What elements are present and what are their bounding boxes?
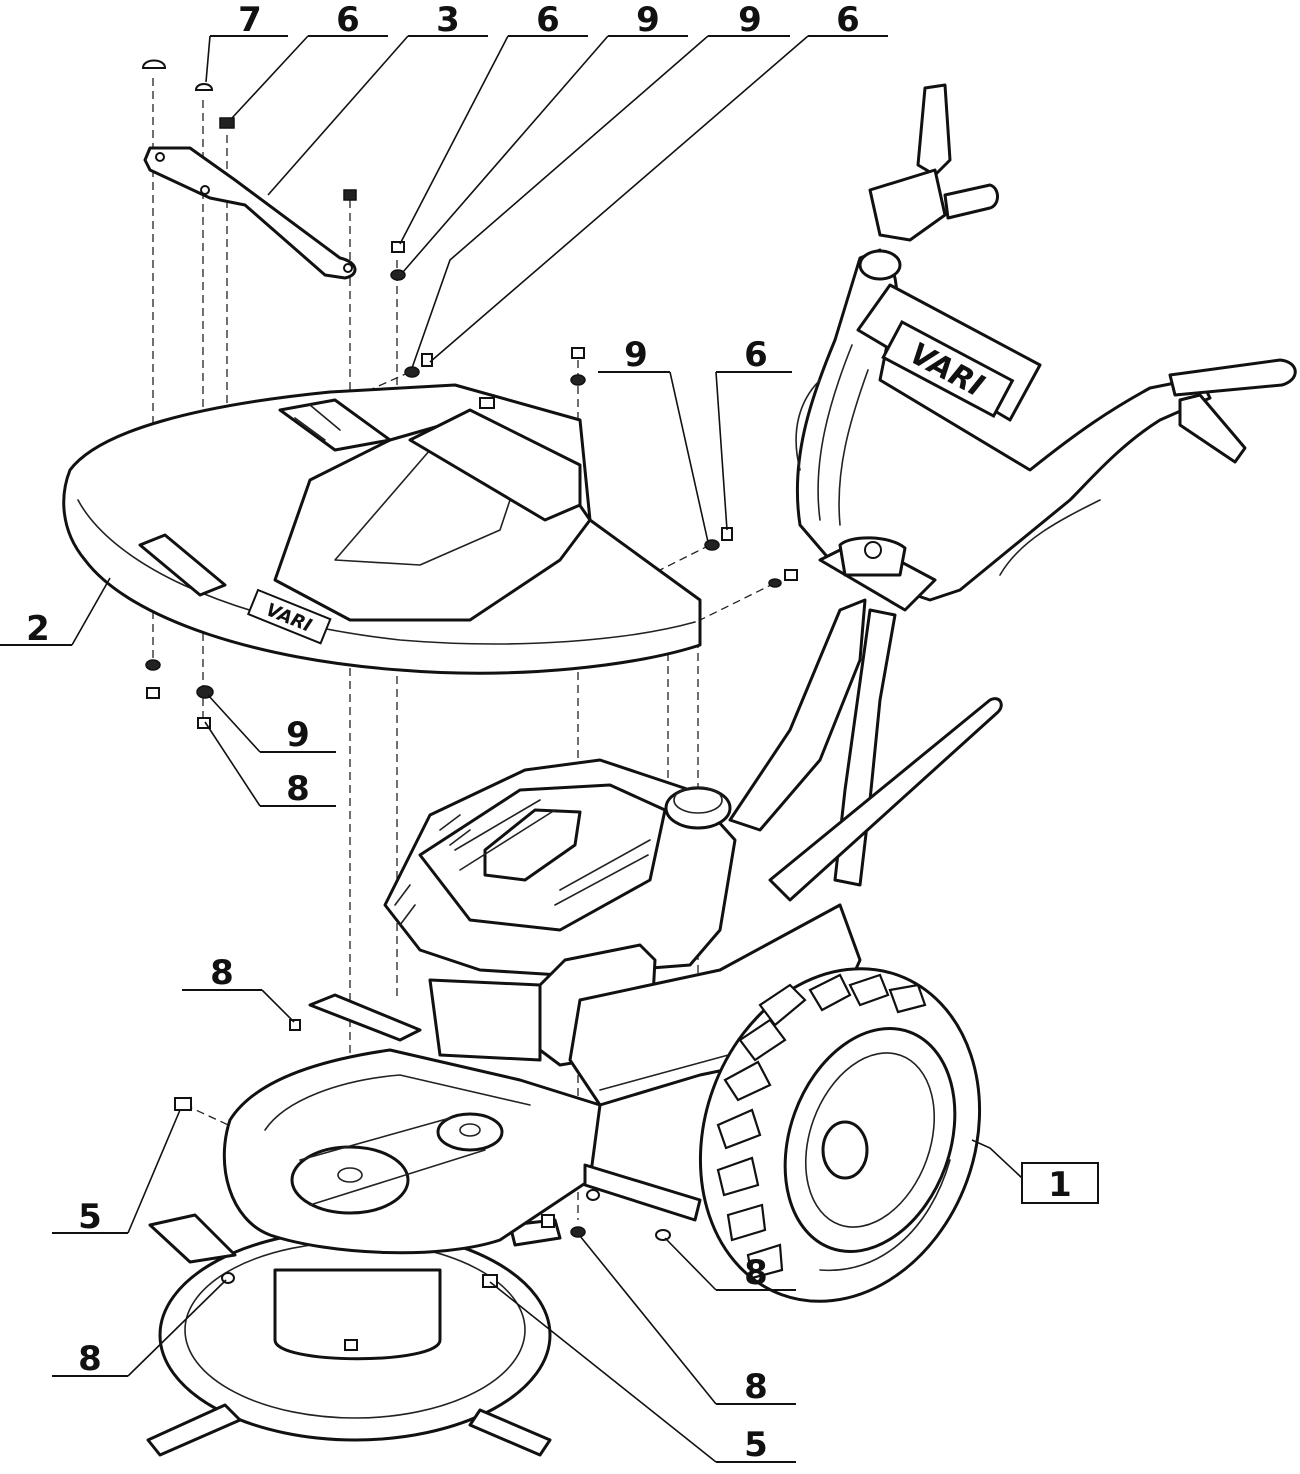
callout-8-d: 8 (744, 1253, 768, 1293)
callout-1-box (1021, 1162, 1099, 1204)
washer-9-lower (196, 685, 214, 699)
nut-6-b (391, 241, 405, 253)
bolt-housing-front (541, 1214, 555, 1228)
callout-7: 7 (238, 0, 262, 40)
washer-9-c (704, 539, 720, 551)
callout-6-d: 6 (744, 335, 768, 375)
spindle-housing (273, 1268, 442, 1361)
washer-9-a (390, 269, 406, 281)
main-pulley (290, 1145, 410, 1215)
nut-8-engine (289, 1019, 301, 1031)
callout-8-b: 8 (210, 953, 234, 993)
nut-8-lower (197, 717, 211, 729)
callout-8-a: 8 (286, 769, 310, 809)
callout-6-c: 6 (836, 0, 860, 40)
callout-6-a: 6 (336, 0, 360, 40)
nut-6-a (219, 117, 235, 129)
bolt-top-2 (194, 83, 214, 91)
frame-arm-right (583, 1163, 702, 1222)
guard-bracket (143, 146, 357, 280)
callout-8-e: 8 (744, 1367, 768, 1407)
bolt-guard-top (479, 397, 495, 409)
drive-wheel (698, 967, 982, 1303)
callout-6-b: 6 (536, 0, 560, 40)
nut-guard-right (571, 347, 585, 359)
nut-lower-left (146, 687, 160, 699)
bolt-guard-side (784, 569, 798, 581)
callout-3: 3 (436, 0, 460, 40)
callout-labels: 7 6 3 6 9 9 6 9 6 2 9 8 8 1 5 8 8 8 5 (26, 0, 1099, 1465)
bolt-top-1 (141, 59, 167, 69)
blade-back-left (148, 1213, 237, 1264)
washer-lower-left (145, 659, 161, 671)
blade-front-left (146, 1403, 242, 1457)
right-grip-lever (1178, 393, 1247, 464)
callout-9-b: 9 (738, 0, 762, 40)
wheel-hub (821, 1120, 869, 1180)
left-handle-grip (943, 183, 999, 220)
callout-9-d: 9 (286, 715, 310, 755)
handlebar-assembly: VARI (728, 83, 1297, 902)
right-handle-grip (1168, 358, 1297, 397)
blade-front-right (468, 1408, 552, 1457)
callout-8-c: 8 (78, 1339, 102, 1379)
callout-leaders (0, 35, 1023, 1463)
hood-guard: VARI (62, 383, 702, 675)
rim (783, 1027, 957, 1253)
callout-5-b: 5 (744, 1425, 768, 1465)
bolt-6-c (421, 353, 433, 367)
warning-decals (278, 398, 392, 452)
callout-2: 2 (26, 609, 50, 649)
hardware-parts (141, 59, 798, 1351)
nut-cutter-center (344, 1339, 358, 1351)
callout-5-a: 5 (78, 1197, 102, 1237)
callout-9-a: 9 (636, 0, 660, 40)
cutter-assembly (146, 993, 702, 1457)
fuel-cap (664, 786, 732, 830)
nut-8-frame (655, 1229, 671, 1241)
left-grip-lever (916, 83, 952, 177)
washer-9-b (404, 366, 420, 378)
washer-guard-right (570, 374, 586, 386)
handle-tube-left (728, 598, 867, 832)
callout-9-c: 9 (624, 335, 648, 375)
bolt-5-housing (174, 1097, 192, 1111)
nut-8-front (570, 1226, 586, 1238)
callout-1: 1 (1048, 1165, 1072, 1205)
drive-pulley (436, 1112, 504, 1152)
nut-top-3 (343, 189, 357, 201)
support-bar (768, 697, 1003, 902)
frame-arm-left (308, 993, 422, 1042)
